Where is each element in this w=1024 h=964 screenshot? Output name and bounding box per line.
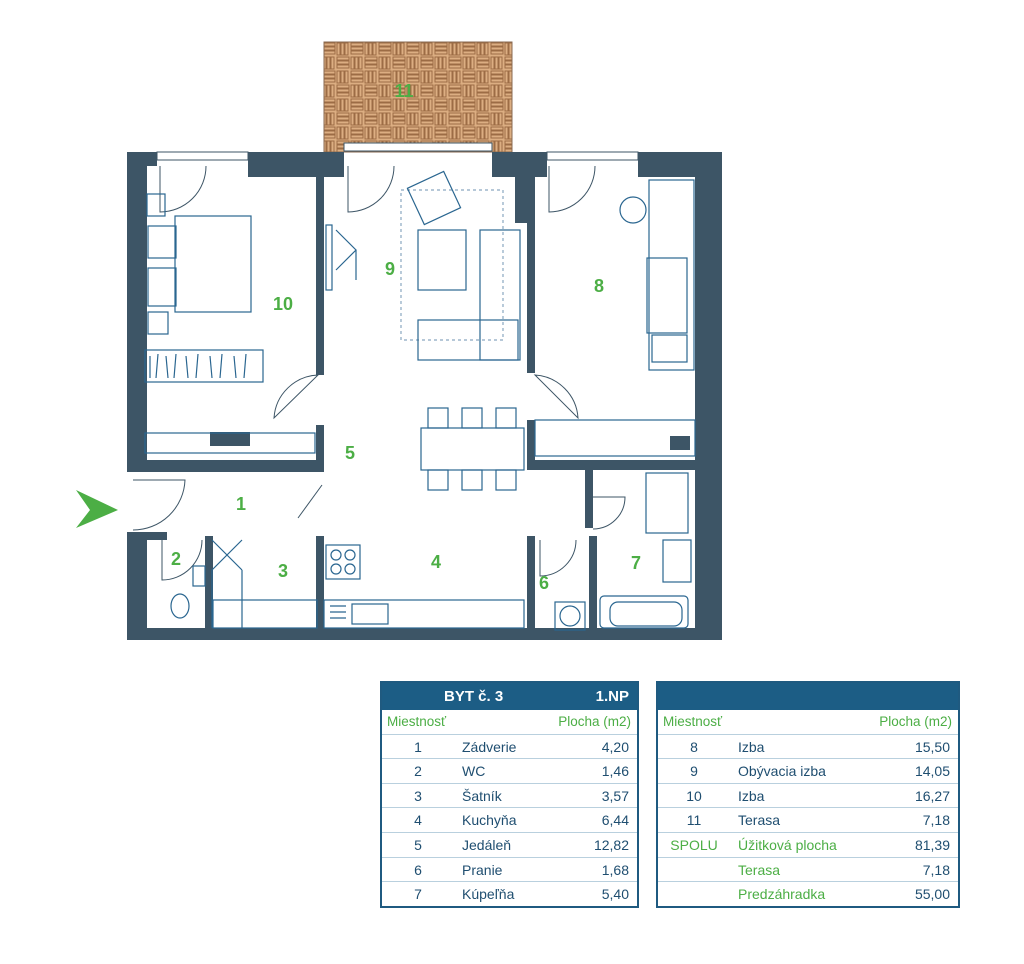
col-area-header: Plocha (m2): [879, 714, 952, 729]
column-headers: Miestnosť Plocha (m2): [658, 710, 958, 735]
outer-walls: [127, 152, 722, 640]
column-headers: Miestnosť Plocha (m2): [382, 710, 637, 735]
terrace: [323, 41, 513, 153]
floor-label: 1.NP: [595, 688, 629, 705]
room-number-7: 7: [631, 553, 641, 573]
room-number-9: 9: [385, 259, 395, 279]
table-header: [658, 683, 958, 710]
room-number-6: 6: [539, 573, 549, 593]
table-header: BYT č. 3 1.NP: [382, 683, 637, 710]
col-room-header: Miestnosť: [663, 714, 723, 729]
entrance-arrow-icon: [76, 490, 118, 528]
room-number-3: 3: [278, 561, 288, 581]
floor-plan: 1 2 3 4 5 6 7 8 9 10 11 S: [76, 41, 722, 640]
room-number-10: 10: [273, 294, 293, 314]
room-number-5: 5: [345, 443, 355, 463]
room-number-1: 1: [236, 494, 246, 514]
room-number-8: 8: [594, 276, 604, 296]
room-number-2: 2: [171, 549, 181, 569]
interior-walls: [147, 175, 695, 628]
room-number-11: 11: [394, 81, 413, 101]
apartment-title: BYT č. 3: [444, 688, 504, 705]
col-room-header: Miestnosť: [387, 714, 447, 729]
col-area-header: Plocha (m2): [558, 714, 631, 729]
room-number-4: 4: [431, 552, 441, 572]
room-numbers: 1 2 3 4 5 6 7 8 9 10 11: [171, 81, 641, 593]
